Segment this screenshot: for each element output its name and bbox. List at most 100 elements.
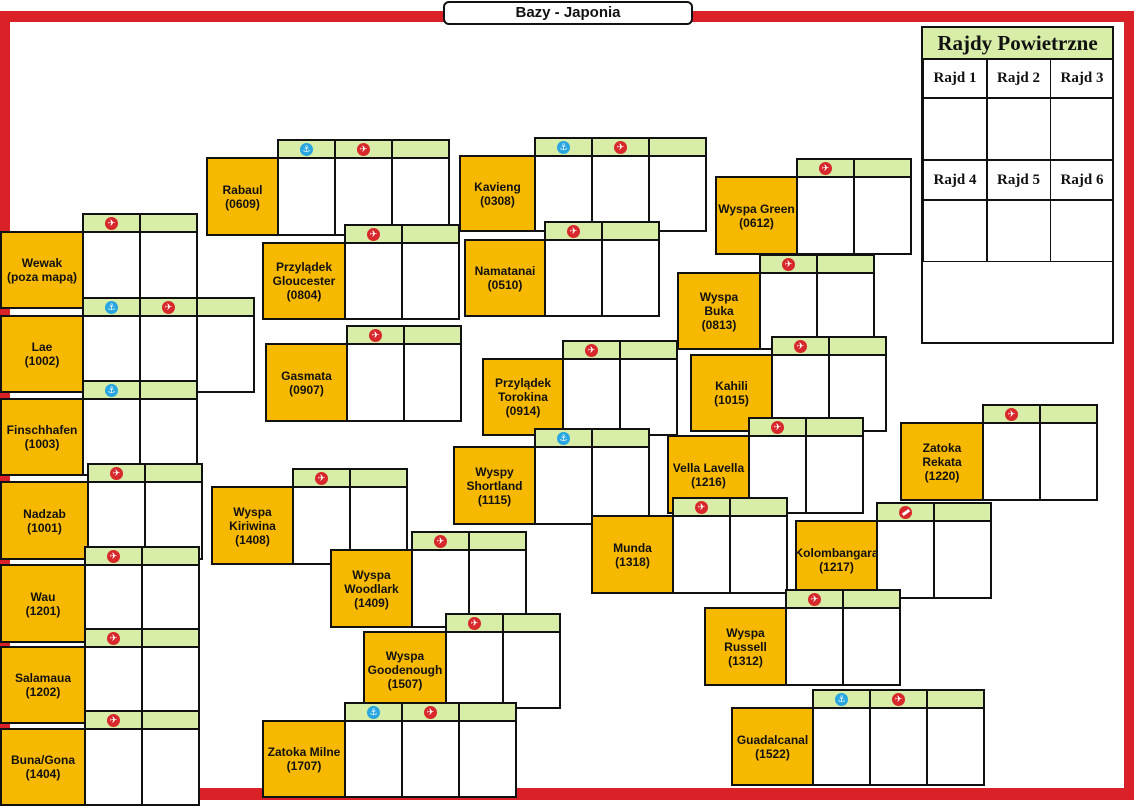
unit-slot[interactable]	[401, 720, 460, 798]
base-name-label: Wyspa Green(0612)	[715, 176, 798, 255]
plane-icon: ✈	[110, 466, 123, 480]
slot-header	[144, 463, 203, 483]
slot-header	[139, 380, 198, 400]
unit-slot[interactable]	[334, 157, 393, 236]
base-name-line: Kiriwina	[229, 518, 276, 533]
raid-slot-1[interactable]	[923, 98, 987, 160]
unit-slot[interactable]	[648, 155, 707, 232]
base-nadzab: Nadzab(1001)✈	[0, 463, 205, 560]
unit-slot[interactable]	[534, 155, 593, 232]
base-name-line: Russell	[724, 639, 767, 654]
unit-slot[interactable]	[672, 515, 731, 594]
plane-icon: ✈	[585, 343, 598, 357]
unit-slot[interactable]	[346, 343, 405, 422]
unit-slot[interactable]	[445, 631, 504, 709]
base-name-line: Wau	[30, 589, 56, 604]
unit-slot[interactable]	[562, 358, 621, 436]
slot-header	[401, 224, 460, 244]
base-wewak-poza-map: Wewak(poza mapą)✈	[0, 213, 200, 309]
base-name-label: Namatanai(0510)	[464, 239, 546, 317]
base-kavieng: Kavieng(0308)⚓✈	[459, 137, 709, 232]
unit-slot[interactable]	[842, 607, 901, 686]
unit-slot[interactable]	[84, 728, 143, 806]
unit-slot[interactable]	[853, 176, 912, 255]
base-name-line: Wewak	[21, 256, 63, 270]
unit-slot[interactable]	[796, 176, 855, 255]
slot-header: ✈	[759, 254, 818, 274]
unit-slot[interactable]	[1039, 422, 1098, 501]
unit-slot[interactable]	[869, 707, 928, 786]
base-name-line: Wyspy	[475, 464, 514, 479]
slot-header: ✈	[445, 613, 504, 633]
slot-header: ⚓	[534, 428, 593, 448]
unit-slot[interactable]	[458, 720, 517, 798]
base-munda: Munda(1318)✈	[591, 497, 790, 594]
plane-icon: ✈	[369, 328, 382, 342]
slot-header: ✈	[292, 468, 351, 488]
base-name-line: Rekata	[922, 454, 962, 469]
slot-header: ✈	[748, 417, 807, 437]
unit-slot[interactable]	[729, 515, 788, 594]
base-name-label: Wewak(poza mapą)	[0, 231, 84, 309]
base-hex-code: (1202)	[25, 685, 61, 699]
unit-slot[interactable]	[534, 446, 593, 525]
unit-slot[interactable]	[391, 157, 450, 236]
base-hex-code: (0612)	[739, 215, 774, 230]
raid-slot-4[interactable]	[923, 200, 987, 262]
base-rabaul: Rabaul(0609)⚓✈	[206, 139, 452, 236]
slot-header	[805, 417, 864, 437]
unit-slot[interactable]	[876, 520, 935, 599]
slot-header	[619, 340, 678, 360]
unit-slot[interactable]	[812, 707, 871, 786]
raid-slot-2[interactable]	[986, 98, 1051, 160]
unit-slot[interactable]	[403, 343, 462, 422]
slot-header: ✈	[869, 689, 928, 709]
unit-slot[interactable]	[344, 720, 403, 798]
slot-header: ✈	[84, 546, 143, 566]
base-hex-code: (1201)	[25, 603, 61, 618]
unit-slot[interactable]	[401, 242, 460, 320]
unit-slot[interactable]	[619, 358, 678, 436]
slot-header	[458, 702, 517, 722]
base-hex-code: (1522)	[755, 746, 790, 761]
unit-slot[interactable]	[982, 422, 1041, 501]
base-hex-code: (1408)	[235, 532, 270, 547]
unit-slot[interactable]	[141, 728, 200, 806]
unit-slot[interactable]	[601, 239, 660, 317]
slot-header: ✈	[401, 702, 460, 722]
slot-header	[141, 546, 200, 566]
unit-slot[interactable]	[139, 231, 198, 309]
base-name-line: Salamaua	[14, 671, 72, 685]
unit-slot[interactable]	[785, 607, 844, 686]
unit-slot[interactable]	[544, 239, 603, 317]
unit-slot[interactable]	[196, 315, 255, 393]
base-name-line: Wyspa Green	[718, 201, 795, 216]
raid-slot-3[interactable]	[1050, 98, 1114, 160]
raid-slot-6[interactable]	[1050, 200, 1114, 262]
base-name-line: Wyspa	[352, 567, 391, 582]
unit-slot[interactable]	[805, 435, 864, 514]
unit-slot[interactable]	[502, 631, 561, 709]
plane-icon: ✈	[107, 631, 120, 645]
unit-slot[interactable]	[933, 520, 992, 599]
base-zatoka-milne: Zatoka Milne(1707)⚓✈	[262, 702, 519, 798]
base-name-label: Kavieng(0308)	[459, 155, 536, 232]
base-name-label: Salamaua(1202)	[0, 646, 86, 724]
base-name-line: Kahili	[715, 379, 748, 393]
base-hex-code: (1220)	[924, 468, 960, 483]
plane-icon: ✈	[782, 257, 795, 271]
slot-header: ✈	[334, 139, 393, 159]
unit-slot[interactable]	[591, 155, 650, 232]
slot-header: ✈	[796, 158, 855, 178]
base-name-line: Woodlark	[344, 581, 399, 596]
raid-slot-5[interactable]	[986, 200, 1051, 262]
unit-slot[interactable]	[344, 242, 403, 320]
unit-slot[interactable]	[926, 707, 985, 786]
